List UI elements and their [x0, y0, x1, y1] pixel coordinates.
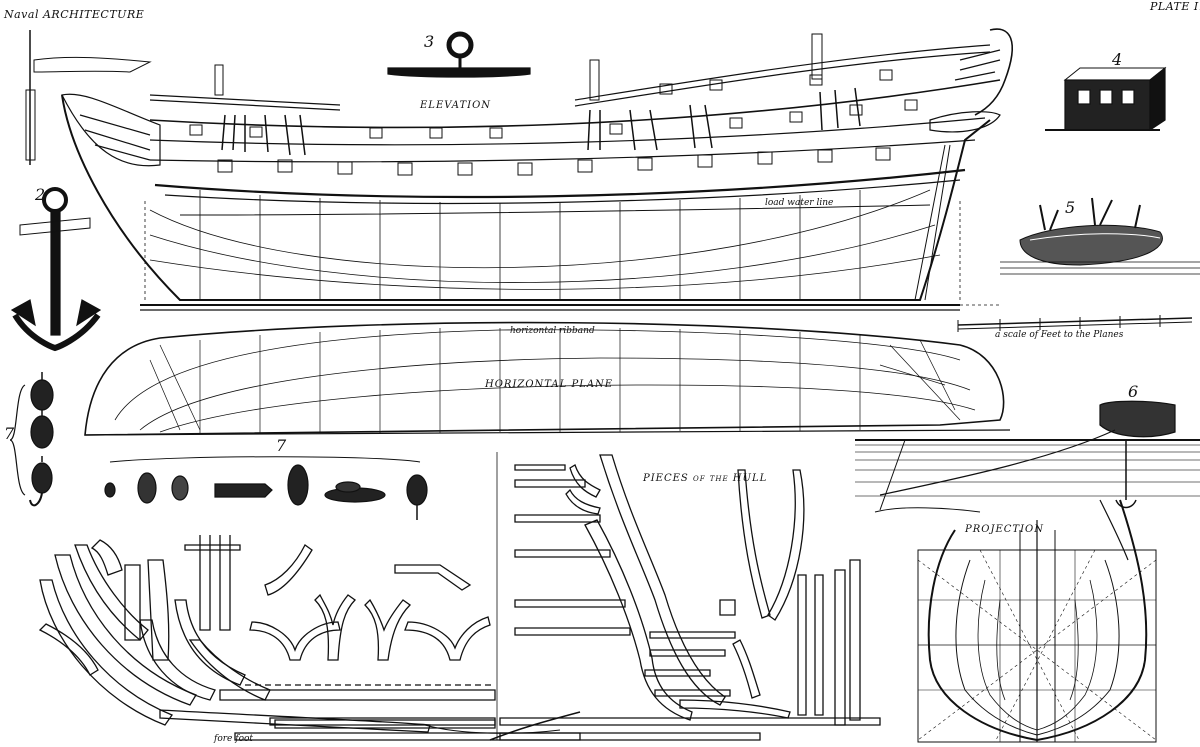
horizontal-plane-drawing — [84, 321, 1011, 436]
load-water-line-label: load water line — [765, 198, 834, 208]
scale-caption: a scale of Feet to the Planes — [995, 330, 1124, 340]
figure-number-2: 2 — [35, 185, 46, 204]
anchor-figure — [10, 187, 102, 352]
pieces-of-hull-title: PIECES of the HULL — [643, 473, 768, 484]
ship-at-anchor-figure — [855, 400, 1200, 513]
figure-number-7-row: 7 — [276, 436, 287, 455]
hull-pieces-right — [514, 454, 861, 726]
wreck-figure — [1000, 197, 1200, 275]
ship-elevation — [25, 28, 1013, 311]
projection-drawing — [917, 499, 1157, 743]
cabin-box-figure — [1045, 66, 1167, 132]
figure-number-7-left: 7 — [4, 424, 15, 443]
anchor-ring-figure — [387, 31, 531, 78]
figure-number-4: 4 — [1112, 50, 1123, 69]
figure-number-5: 5 — [1065, 198, 1076, 217]
blocks-figure — [9, 372, 54, 507]
fore-foot-label: fore foot — [214, 734, 254, 744]
hull-pieces-left — [38, 535, 496, 733]
horizontal-ribband-label: horizontal ribband — [510, 326, 595, 336]
plate-number: PLATE I. — [1150, 0, 1200, 13]
figure-number-6: 6 — [1128, 382, 1139, 401]
elevation-title: ELEVATION — [420, 100, 492, 111]
keel-pieces — [234, 711, 881, 741]
scale-bar — [957, 315, 1193, 332]
plate-header-title: Naval ARCHITECTURE — [4, 8, 145, 21]
figure-number-3: 3 — [424, 32, 435, 51]
projection-title: PROJECTION — [965, 524, 1044, 535]
blocks-row-figure — [104, 456, 428, 520]
horizontal-plane-title: HORIZONTAL PLANE — [485, 379, 614, 390]
